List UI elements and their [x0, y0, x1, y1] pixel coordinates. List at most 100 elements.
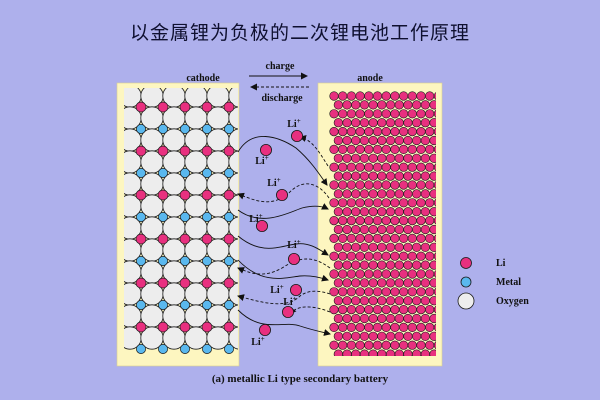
lithium-atom — [394, 189, 404, 199]
lithium-atom — [342, 118, 352, 128]
lithium-atom — [381, 144, 391, 154]
metal-ion — [136, 124, 146, 134]
li-ion — [157, 145, 169, 157]
li-ion — [223, 189, 235, 201]
lithium-atom — [359, 153, 370, 163]
lithium-atom — [355, 322, 365, 333]
lithium-atom — [425, 91, 435, 101]
lithium-atom — [425, 180, 435, 190]
lithium-atom — [443, 181, 452, 190]
lithium-atom — [399, 216, 409, 226]
li-plus-label: Li+ — [255, 154, 268, 167]
lithium-atom — [390, 322, 400, 333]
lithium-atom — [333, 118, 343, 128]
lithium-atom — [399, 305, 409, 315]
lithium-atom — [381, 233, 391, 243]
lithium-atom — [372, 305, 383, 315]
li-ion — [135, 321, 147, 333]
lithium-atom — [372, 251, 383, 261]
li-plus-ion — [290, 129, 303, 142]
lithium-atom — [447, 118, 456, 127]
lithium-atom — [364, 269, 374, 279]
lithium-atom — [443, 305, 452, 314]
lithium-atom — [346, 233, 357, 243]
lithium-atom — [351, 331, 361, 341]
li-plus-ion — [255, 219, 268, 232]
lithium-atom — [443, 145, 452, 154]
lithium-atom — [342, 331, 352, 341]
lithium-atom — [351, 242, 361, 252]
lithium-atom — [429, 242, 436, 252]
lithium-atom — [377, 260, 387, 270]
lithium-atom — [420, 242, 430, 252]
legend-oxygen-label: Oxygen — [496, 296, 529, 307]
li-plus-label: Li+ — [287, 238, 300, 251]
lithium-atom — [420, 224, 430, 235]
lithium-atom — [355, 216, 365, 226]
lithium-atom — [333, 135, 343, 146]
lithium-atom — [329, 127, 339, 137]
lithium-atom — [385, 260, 396, 270]
lithium-atom — [399, 91, 409, 101]
metal-ion — [180, 168, 190, 178]
lithium-atom — [359, 313, 370, 324]
lithium-atom — [368, 207, 378, 217]
lithium-atom — [390, 305, 400, 315]
lithium-atom — [364, 251, 374, 261]
lithium-atom — [403, 118, 413, 128]
lithium-atom — [394, 153, 404, 163]
lithium-atom — [368, 331, 378, 341]
lithium-atom — [355, 198, 365, 208]
lithium-atom — [351, 207, 361, 217]
lithium-atom — [443, 252, 452, 261]
legend-li-swatch — [460, 257, 472, 269]
lithium-atom — [338, 180, 348, 190]
lithium-atom — [412, 242, 422, 252]
lithium-atom — [381, 269, 391, 279]
lithium-atom — [351, 171, 361, 181]
lithium-atom — [338, 162, 348, 172]
lithium-atom — [359, 118, 370, 128]
lithium-atom — [399, 287, 409, 297]
oxygen-atom — [228, 260, 238, 284]
lithium-atom — [346, 251, 357, 261]
oxygen-atom — [228, 326, 238, 350]
lithium-atom — [342, 278, 352, 288]
lithium-atom — [372, 198, 383, 208]
lithium-atom — [355, 180, 365, 190]
lithium-atom — [425, 233, 435, 243]
li-ion — [179, 321, 191, 333]
lithium-atom — [412, 224, 422, 235]
lithium-atom — [425, 127, 435, 137]
lithium-atom — [416, 251, 426, 261]
lithium-atom — [381, 198, 391, 208]
lithium-atom — [403, 278, 413, 288]
lithium-atom — [351, 100, 361, 110]
lithium-atom — [429, 224, 436, 235]
lithium-atom — [338, 251, 348, 261]
lithium-atom — [407, 269, 417, 279]
lithium-atom — [355, 233, 365, 243]
lithium-atom — [385, 224, 396, 235]
lithium-atom — [377, 171, 387, 181]
lithium-atom — [359, 189, 370, 199]
cathode-lattice — [124, 88, 238, 354]
lithium-atom — [420, 118, 430, 128]
li-ion — [223, 321, 235, 333]
lithium-atom — [368, 224, 378, 235]
li-plus-ion — [281, 305, 294, 318]
metal-ion — [136, 256, 146, 266]
li-plus-ion — [287, 252, 300, 265]
lithium-atom — [394, 100, 404, 110]
lithium-atom — [338, 91, 348, 101]
lithium-atom — [359, 135, 370, 146]
cathode-label: cathode — [186, 73, 220, 84]
lithium-atom — [407, 162, 417, 172]
lithium-atom — [333, 260, 343, 270]
migrating-ions: Li+Li+Li+Li+Li+Li+Li+Li+ — [249, 117, 303, 348]
lithium-atom — [385, 118, 396, 128]
lithium-atom — [433, 305, 436, 314]
lithium-atom — [377, 153, 387, 163]
lithium-atom — [342, 207, 352, 217]
lithium-atom — [390, 109, 400, 119]
